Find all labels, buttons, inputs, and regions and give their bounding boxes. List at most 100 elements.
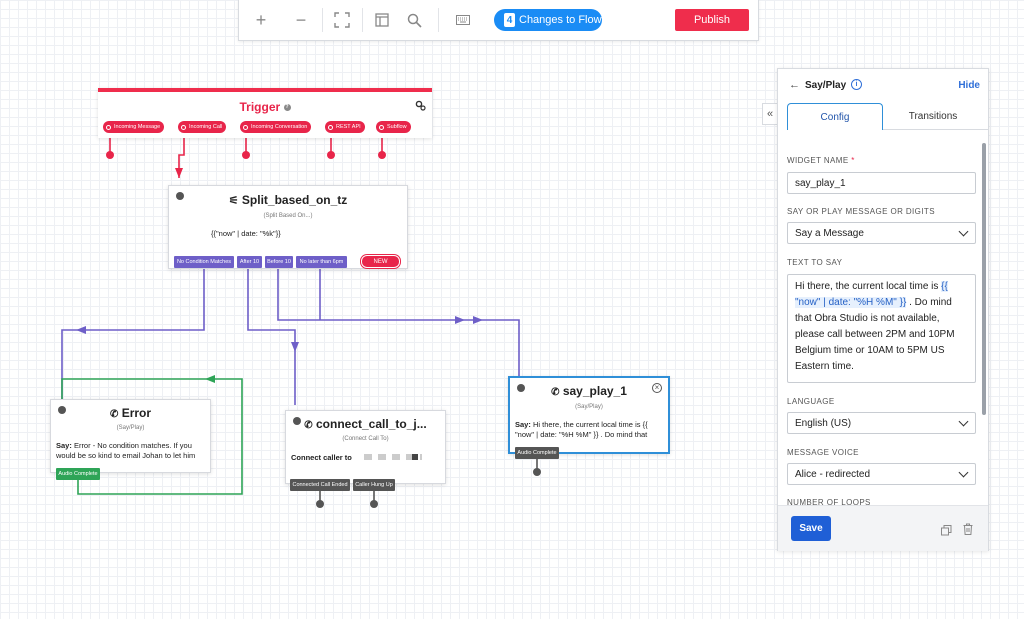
layout-icon[interactable] [362, 0, 402, 40]
say-play-text: Say: Hi there, the current local time is… [515, 420, 665, 440]
connect-title: connect_call_to_j... [316, 417, 427, 431]
loops-label: NUMBER OF LOOPS [787, 498, 871, 506]
help-icon[interactable]: ? [283, 104, 291, 112]
widget-subtitle: (Split Based On...) [263, 213, 313, 219]
transition-no-condition[interactable]: No Condition Matches [174, 256, 234, 268]
trigger-pill-incoming-call[interactable]: Incoming Call [178, 121, 227, 133]
say-or-play-select[interactable]: Say a Message [787, 222, 976, 244]
widget-subtitle: (Say/Play) [116, 425, 145, 431]
info-icon[interactable]: i [851, 79, 862, 90]
trigger-pill-incoming-conversation[interactable]: Incoming Conversation [240, 121, 312, 133]
zoom-in-icon[interactable]: + [255, 9, 267, 30]
widget-subtitle: (Say/Play) [575, 404, 603, 410]
phone-icon: ✆ [304, 420, 313, 431]
keyboard-icon[interactable] [443, 0, 483, 40]
voice-select[interactable]: Alice - redirected [787, 463, 976, 485]
trigger-endpoint[interactable] [327, 151, 335, 159]
phone-icon: ✆ [551, 387, 560, 398]
trigger-pill-incoming-message[interactable]: Incoming Message [103, 121, 165, 133]
language-label: LANGUAGE [787, 397, 835, 406]
tab-transitions[interactable]: Transitions [908, 111, 958, 122]
search-icon[interactable] [394, 0, 434, 40]
transition-audio-complete[interactable]: Audio Complete [56, 468, 100, 480]
trigger-pill-rest-api[interactable]: REST API [325, 121, 365, 133]
split-title: Split_based_on_tz [241, 193, 348, 207]
widget-config-panel: ← Say/Play i Hide Config Transitions WID… [777, 68, 989, 551]
widget-title: ⚟ Split_based_on_tz [169, 193, 407, 207]
split-widget[interactable]: ⚟ Split_based_on_tz (Split Based On...) … [168, 185, 408, 269]
zoom-out-icon[interactable]: − [295, 9, 307, 30]
chevron-down-icon [958, 467, 969, 478]
back-arrow-icon[interactable]: ← [789, 79, 800, 91]
transition-caller-hung-up[interactable]: Caller Hung Up [353, 479, 395, 491]
transition-audio-complete[interactable]: Audio Complete [515, 447, 559, 459]
canvas-toolbar: + − 4 Changes to Flow Publish [238, 0, 759, 41]
connector-dot[interactable] [58, 406, 66, 414]
connect-call-widget[interactable]: ✆ connect_call_to_j... (Connect Call To)… [285, 410, 446, 484]
trigger-endpoint[interactable] [106, 151, 114, 159]
hide-panel-link[interactable]: Hide [958, 80, 980, 91]
transition-before-10[interactable]: Before 10 [265, 256, 293, 268]
settings-icon[interactable] [415, 98, 426, 116]
save-button[interactable]: Save [791, 516, 831, 541]
say-or-play-value: Say a Message [795, 227, 864, 239]
text-part-1: Hi there, the current local time is [795, 281, 942, 292]
voice-value: Alice - redirected [795, 468, 871, 480]
panel-scrollbar[interactable] [982, 143, 986, 415]
transition-connected-call-ended[interactable]: Connected Call Ended [290, 479, 350, 491]
pill-label: Subflow [387, 124, 407, 130]
language-value: English (US) [795, 417, 852, 429]
widget-name-label-text: WIDGET NAME [787, 156, 849, 165]
fit-screen-icon[interactable] [322, 0, 362, 40]
split-icon: ⚟ [228, 195, 239, 207]
error-title: Error [121, 406, 152, 420]
say-play-endpoint[interactable] [533, 468, 541, 476]
error-widget[interactable]: ✆ Error (Say/Play) Say: Error - No condi… [50, 399, 211, 473]
pill-label: Incoming Message [114, 124, 161, 130]
connector-dot[interactable] [176, 192, 184, 200]
text-part-2: . Do mind that Obra Studio is not availa… [795, 297, 955, 372]
say-body: Hi there, the current local time is {{ "… [515, 420, 648, 439]
pill-label: REST API [336, 124, 361, 130]
transition-no-later-than-6pm[interactable]: No later than 6pm [296, 256, 347, 268]
say-label: Say: [56, 441, 72, 450]
duplicate-icon[interactable] [941, 523, 952, 541]
close-icon[interactable]: × [652, 383, 662, 393]
new-transition-button[interactable]: NEW [361, 255, 400, 268]
connect-endpoint[interactable] [316, 500, 324, 508]
trigger-widget[interactable]: Trigger ? Incoming Message Incoming Call… [98, 88, 432, 138]
tabs-divider [883, 129, 988, 130]
phone-icon: ✆ [109, 409, 119, 420]
pill-label: Incoming Call [189, 124, 223, 130]
say-play-widget[interactable]: ✆ say_play_1 × (Say/Play) Say: Hi there,… [508, 376, 670, 454]
connector-dot[interactable] [293, 417, 301, 425]
tab-config[interactable]: Config [787, 103, 883, 130]
panel-footer: Save [778, 505, 988, 551]
connect-endpoint[interactable] [370, 500, 378, 508]
chevron-down-icon [958, 416, 969, 427]
trigger-endpoint[interactable] [242, 151, 250, 159]
connect-body: Connect caller to [291, 453, 352, 462]
widget-title: ✆ Error [51, 406, 210, 420]
publish-button[interactable]: Publish [675, 9, 749, 31]
collapse-panel-button[interactable]: « [762, 103, 778, 125]
split-expression: {{"now" | date: "%k"}} [211, 229, 281, 238]
changes-label: Changes to Flow [519, 14, 602, 26]
panel-header: ← Say/Play i Hide [778, 69, 988, 103]
text-to-say-label: TEXT TO SAY [787, 258, 843, 267]
connector-dot[interactable] [517, 384, 525, 392]
redacted-number [364, 454, 422, 460]
panel-title: Say/Play [805, 80, 847, 91]
changes-to-flow-button[interactable]: 4 Changes to Flow [494, 9, 602, 31]
toolbar-divider [362, 8, 363, 32]
error-say-text: Say: Error - No condition matches. If yo… [56, 441, 208, 461]
transition-after-10[interactable]: After 10 [237, 256, 262, 268]
trash-icon[interactable] [963, 522, 973, 540]
trigger-endpoint[interactable] [378, 151, 386, 159]
trigger-pill-subflow[interactable]: Subflow [376, 121, 411, 133]
say-label: Say: [515, 420, 531, 429]
language-select[interactable]: English (US) [787, 412, 976, 434]
text-to-say-field[interactable]: Hi there, the current local time is {{ "… [787, 274, 976, 383]
toolbar-divider [322, 8, 323, 32]
widget-name-field[interactable]: say_play_1 [787, 172, 976, 194]
